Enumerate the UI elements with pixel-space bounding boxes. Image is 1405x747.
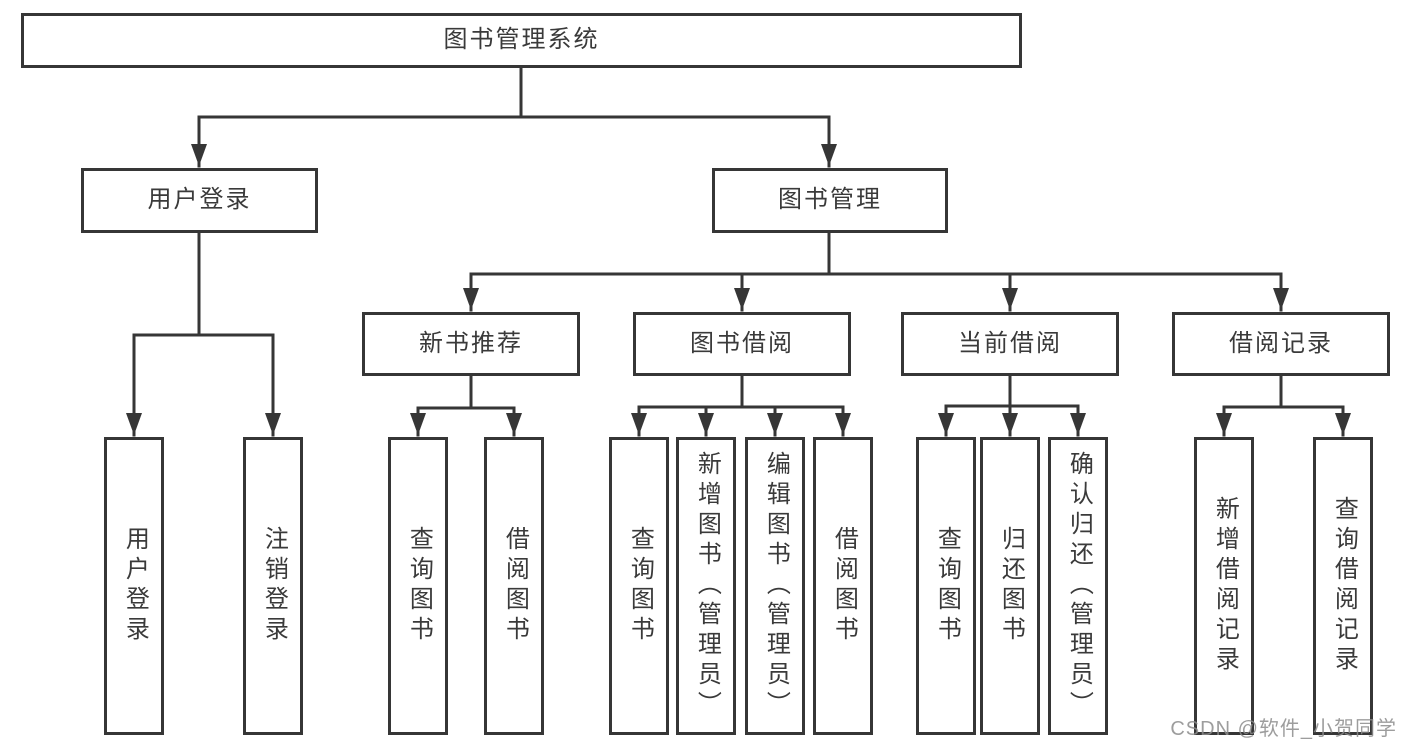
leaf-current-confirm-return-admin: 确认归还（管理员） — [1048, 437, 1108, 735]
leaf-borrowing-borrow-books: 借阅图书 — [813, 437, 873, 735]
csdn-watermark: CSDN @软件_小贺同学 — [1170, 718, 1397, 740]
leaf-borrowing-query-books: 查询图书 — [609, 437, 669, 735]
node-borrowing-records: 借阅记录 — [1172, 312, 1390, 376]
leaf-newbook-borrow-books: 借阅图书 — [484, 437, 544, 735]
leaf-records-query-record: 查询借阅记录 — [1313, 437, 1373, 735]
node-user-login-group: 用户登录 — [81, 168, 318, 233]
leaf-records-add-record: 新增借阅记录 — [1194, 437, 1254, 735]
leaf-logout: 注销登录 — [243, 437, 303, 735]
leaf-current-query-books: 查询图书 — [916, 437, 976, 735]
leaf-newbook-query-books: 查询图书 — [388, 437, 448, 735]
leaf-current-return-books: 归还图书 — [980, 437, 1040, 735]
node-library-management-system: 图书管理系统 — [21, 13, 1022, 68]
leaf-user-login: 用户登录 — [104, 437, 164, 735]
node-book-management: 图书管理 — [712, 168, 948, 233]
leaf-borrowing-add-books-admin: 新增图书（管理员） — [676, 437, 736, 735]
leaf-borrowing-edit-books-admin: 编辑图书（管理员） — [745, 437, 805, 735]
node-new-book-recommendation: 新书推荐 — [362, 312, 580, 376]
node-current-borrowing: 当前借阅 — [901, 312, 1119, 376]
node-book-borrowing: 图书借阅 — [633, 312, 851, 376]
